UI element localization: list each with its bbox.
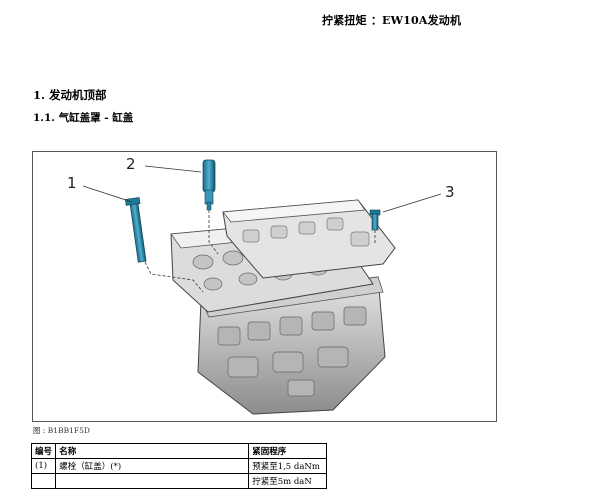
- engine-figure: 1 2 3: [32, 151, 497, 422]
- header-procedure: 紧固程序: [248, 443, 327, 459]
- table-header-row: 编号 名称 紧固程序: [30, 443, 327, 459]
- table-row: 拧紧至5m daN: [30, 473, 327, 489]
- callout-3: 3: [445, 183, 455, 201]
- section-heading: 1. 发动机顶部: [33, 88, 107, 102]
- engine-illustration: 1 2 3: [67, 155, 455, 415]
- solenoid-valve-2-icon: [202, 159, 216, 211]
- bolt-1-icon: [125, 197, 147, 263]
- row-name: [55, 473, 250, 489]
- document-title: 拧紧扭矩 ：EW10A发动机: [322, 14, 462, 27]
- table-row: (1) 螺栓（缸盖）(*) 预紧至1,5 daNm: [30, 458, 327, 474]
- figure-caption: 图 : B1BB1F5D: [33, 426, 90, 435]
- header-number: 编号: [30, 443, 57, 459]
- row-procedure: 预紧至1,5 daNm: [248, 458, 327, 474]
- header-name: 名称: [55, 443, 250, 459]
- subsection-heading: 1.1. 气缸盖罩 - 缸盖: [33, 112, 134, 124]
- row-number: [30, 473, 57, 489]
- row-procedure: 拧紧至5m daN: [248, 473, 327, 489]
- callout-1: 1: [67, 174, 77, 192]
- torque-table: 编号 名称 紧固程序 (1) 螺栓（缸盖）(*) 预紧至1,5 daNm 拧紧至…: [30, 443, 327, 489]
- row-name: 螺栓（缸盖）(*): [55, 458, 250, 474]
- cylinder-head-cover: [222, 199, 396, 279]
- row-number: (1): [30, 458, 57, 474]
- assembly-guide-lines: [144, 210, 376, 293]
- callout-2: 2: [126, 155, 136, 173]
- callout-leaders: [82, 165, 442, 213]
